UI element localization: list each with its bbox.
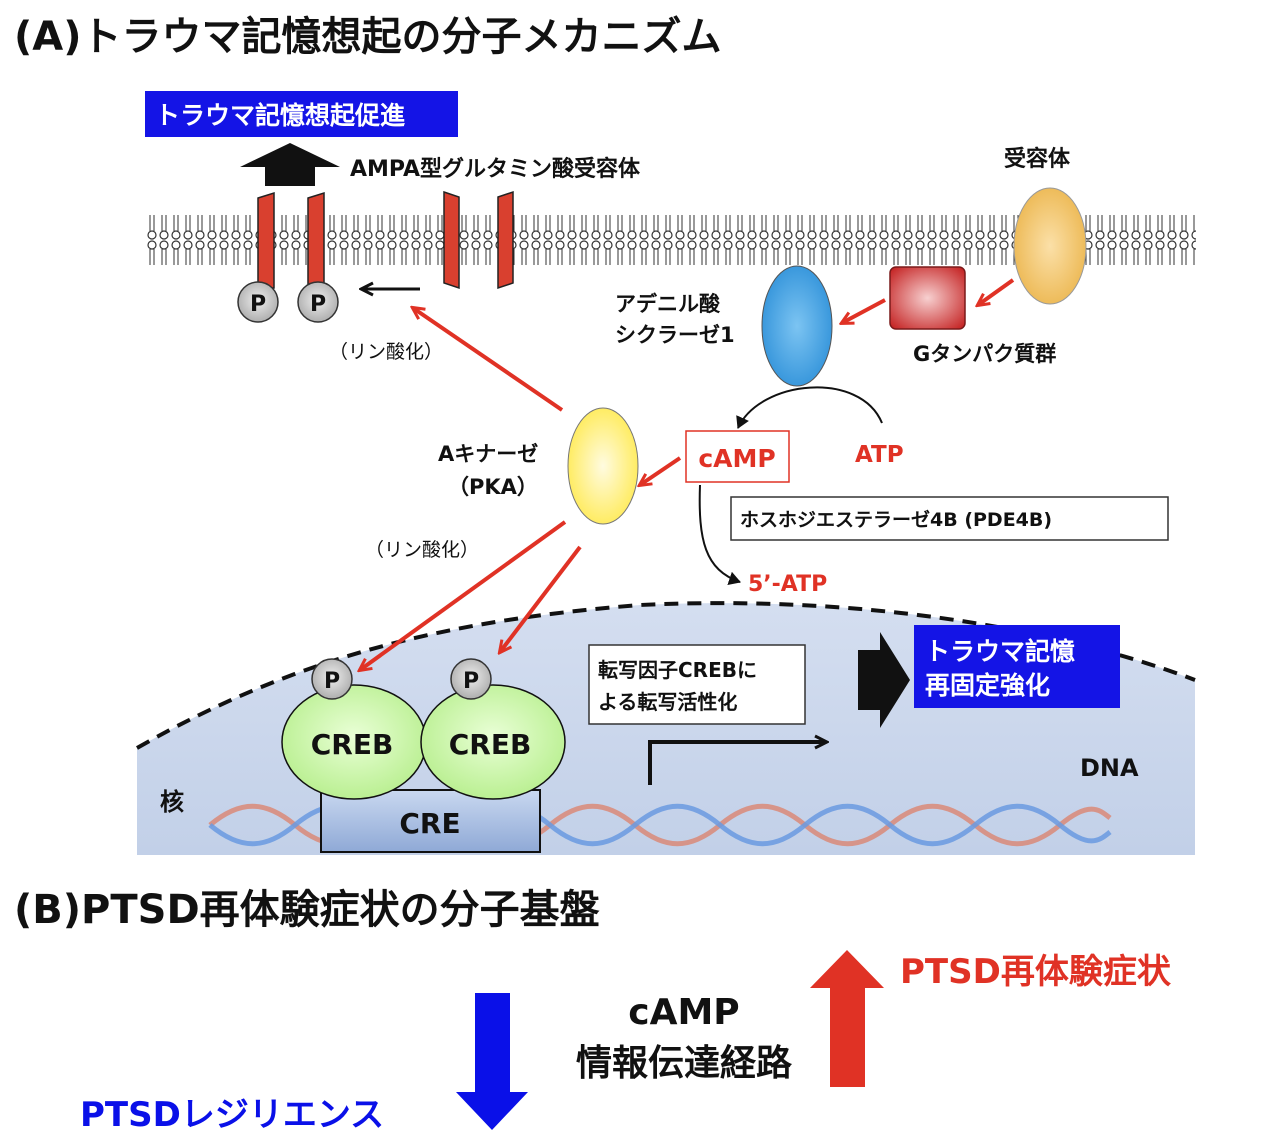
reexperience-label: PTSD再体験症状 <box>900 952 1172 992</box>
creb-right: CREB <box>420 684 566 800</box>
resilience-label: PTSDレジリエンス <box>80 1095 384 1135</box>
transcription-box <box>588 644 806 725</box>
phosphate-creb-right: P <box>450 658 492 700</box>
phosphate-ampa-left: P <box>237 281 279 323</box>
up-red-arrow-icon <box>810 950 884 1087</box>
promote-recall-label: トラウマ記憶想起促進 <box>155 101 405 130</box>
creb-label-left: CREB <box>311 728 394 761</box>
transcription-label-line1: 転写因子CREBに <box>598 658 757 682</box>
camp-pathway-line1: cAMP <box>628 992 739 1033</box>
pde4b-box <box>730 496 1169 541</box>
atp-to-camp-arrow <box>736 386 883 429</box>
five-atp-label: 5’-ATP <box>748 572 827 597</box>
nucleus-label: 核 <box>160 788 184 816</box>
reconsolidation-label-line1: トラウマ記憶 <box>925 637 1075 666</box>
phosphorylation-label-top: （リン酸化） <box>329 341 443 363</box>
phosphate-creb-left: P <box>311 658 353 700</box>
cre-label: CRE <box>399 807 460 840</box>
pka-label-line1: Aキナーゼ <box>438 442 538 466</box>
creb-left: CREB <box>281 684 427 800</box>
receptor-to-gprotein-arrow <box>978 278 1015 305</box>
camp-label: cAMP <box>698 444 775 473</box>
pka-to-creb-left-arrow <box>360 520 567 670</box>
section-b-title: (B)PTSD再体験症状の分子基盤 <box>14 887 600 933</box>
camp-to-5atp-arrow <box>698 484 741 586</box>
pde4b-label: ホスホジエステラーゼ4B (PDE4B) <box>740 508 1052 531</box>
pka-enzyme <box>567 407 639 525</box>
camp-box <box>685 430 790 483</box>
creb-label-right: CREB <box>449 728 532 761</box>
camp-pathway-line2: 情報伝達経路 <box>576 1043 793 1084</box>
section-a-title: (A)トラウマ記憶想起の分子メカニズム <box>14 14 722 60</box>
adenylyl-cyclase-label-line1: アデニル酸 <box>615 292 721 316</box>
g-protein-label: Gタンパク質群 <box>913 342 1056 366</box>
reconsolidation-label-line2: 再固定強化 <box>925 671 1050 700</box>
right-arrow-icon <box>858 632 910 728</box>
gprotein-to-ac1-arrow <box>842 298 886 323</box>
svg-text:P: P <box>250 292 266 317</box>
phosphorylation-label-bottom: （リン酸化） <box>365 539 479 561</box>
receptor-label: 受容体 <box>1004 146 1071 172</box>
atp-label: ATP <box>855 442 904 468</box>
svg-text:P: P <box>324 669 340 694</box>
reconsolidation-box <box>914 625 1120 708</box>
receptor-protein <box>1013 187 1087 305</box>
pka-to-creb-right-arrow <box>500 545 582 652</box>
adenylyl-cyclase-1 <box>761 265 833 387</box>
phosphate-ampa-right: P <box>297 281 339 323</box>
ampa-receptor-left <box>257 191 325 289</box>
camp-to-pka-arrow <box>640 456 682 485</box>
svg-text:P: P <box>463 669 479 694</box>
pka-to-ampa-arrow <box>413 308 564 412</box>
up-arrow-icon <box>240 143 340 186</box>
g-protein <box>889 266 966 330</box>
ampa-receptor-right <box>443 190 514 290</box>
promote-recall-box <box>145 91 458 137</box>
ampa-receptor-label: AMPA型グルタミン酸受容体 <box>350 156 641 182</box>
svg-text:P: P <box>310 292 326 317</box>
transcription-label-line2: よる転写活性化 <box>598 690 737 714</box>
adenylyl-cyclase-label-line2: シクラーゼ1 <box>615 323 735 347</box>
down-arrow-icon <box>456 993 528 1130</box>
transcription-start-arrow <box>648 742 826 785</box>
pka-label-line2: （PKA） <box>448 475 538 499</box>
cre-element <box>320 789 541 853</box>
dna-label: DNA <box>1080 754 1139 782</box>
